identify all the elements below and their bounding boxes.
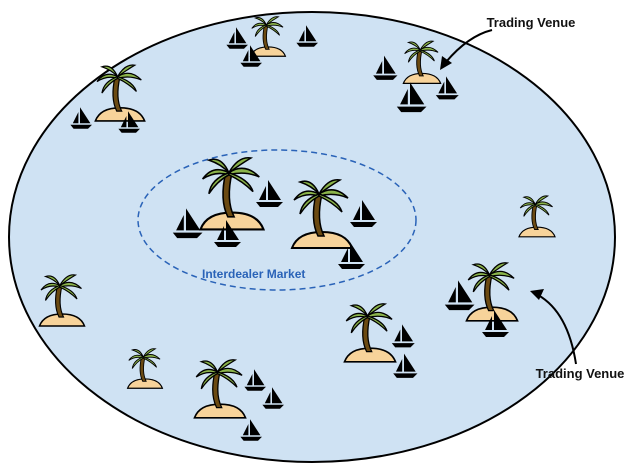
trading-venue-label-top: Trading Venue: [486, 15, 576, 30]
arrow-head-icon: [530, 289, 544, 300]
arrow-icon: [537, 294, 577, 365]
trading-venue-label-bottom: Trading Venue: [535, 366, 624, 381]
arrow-head-icon: [440, 56, 452, 70]
interdealer-market-boundary: [137, 149, 417, 291]
arrow-icon: [445, 29, 493, 63]
interdealer-market-label: Interdealer Market: [202, 267, 306, 281]
